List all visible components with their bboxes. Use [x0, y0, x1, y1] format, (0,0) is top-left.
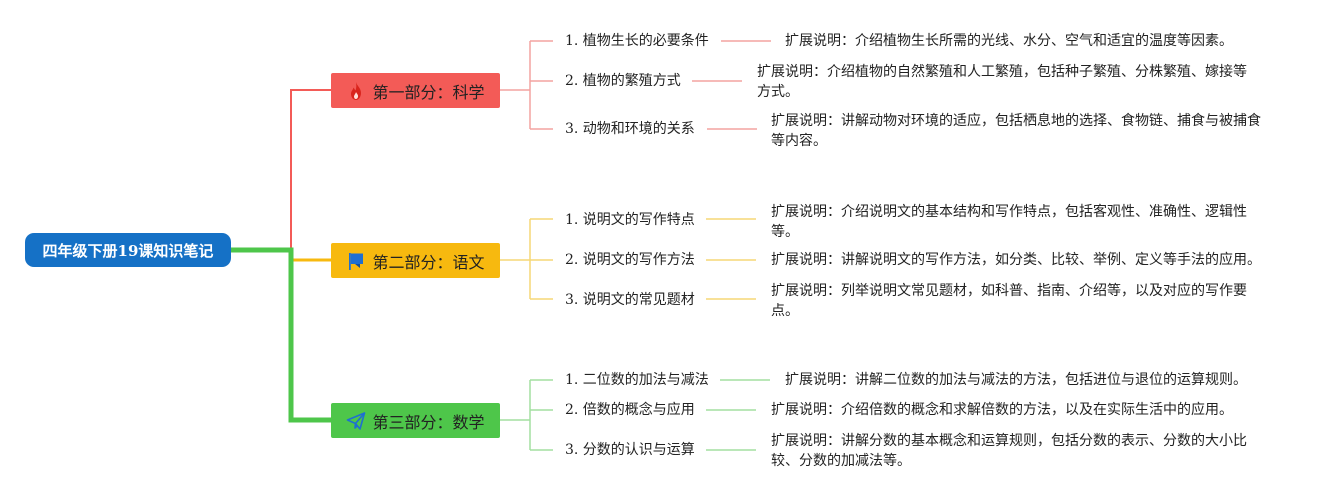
- math-item-3-description: 扩展说明：讲解分数的基本概念和运算规则，包括分数的表示、分数的大小比较、分数的加…: [771, 433, 1247, 469]
- chinese-item-1-description: 扩展说明：介绍说明文的基本结构和写作特点，包括客观性、准确性、逻辑性等。: [771, 204, 1247, 240]
- flag-icon: [346, 251, 366, 271]
- chinese-item-2[interactable]: 2. 说明文的写作方法: [565, 252, 695, 268]
- connector-root-science: [231, 89, 331, 251]
- branch-math[interactable]: 第三部分：数学: [331, 403, 500, 438]
- math-item-2-description: 扩展说明：介绍倍数的概念和求解倍数的方法，以及在实际生活中的应用。: [771, 402, 1233, 418]
- root-node[interactable]: 四年级下册19课知识笔记: [25, 233, 231, 267]
- connector-chinese-items: [500, 218, 553, 300]
- connector-root-math: [231, 247, 331, 423]
- branch-science-label: 第一部分：科学: [372, 82, 485, 102]
- connector-science-items: [500, 40, 553, 130]
- math-item-3[interactable]: 3. 分数的认识与运算: [565, 442, 695, 458]
- science-item-1-description: 扩展说明：介绍植物生长所需的光线、水分、空气和适宜的温度等因素。: [785, 33, 1233, 49]
- science-item-1[interactable]: 1. 植物生长的必要条件: [565, 33, 709, 49]
- branch-science[interactable]: 第一部分：科学: [331, 73, 500, 108]
- branch-chinese[interactable]: 第二部分：语文: [331, 243, 500, 278]
- math-item-1-description: 扩展说明：讲解二位数的加法与减法的方法，包括进位与退位的运算规则。: [785, 372, 1247, 388]
- branch-math-label: 第三部分：数学: [372, 412, 485, 432]
- math-item-2[interactable]: 2. 倍数的概念与应用: [565, 402, 695, 418]
- branch-chinese-label: 第二部分：语文: [372, 252, 485, 272]
- science-item-2[interactable]: 2. 植物的繁殖方式: [565, 73, 681, 89]
- math-item-1[interactable]: 1. 二位数的加法与减法: [565, 372, 709, 388]
- fire-icon: [346, 81, 366, 101]
- root-label: 四年级下册19课知识笔记: [42, 241, 214, 260]
- science-item-3-description: 扩展说明：讲解动物对环境的适应，包括栖息地的选择、食物链、捕食与被捕食等内容。: [771, 113, 1261, 149]
- chinese-item-1[interactable]: 1. 说明文的写作特点: [565, 212, 695, 228]
- chinese-item-3-description: 扩展说明：列举说明文常见题材，如科普、指南、介绍等，以及对应的写作要点。: [771, 283, 1247, 319]
- chinese-item-2-description: 扩展说明：讲解说明文的写作方法，如分类、比较、举例、定义等手法的应用。: [771, 252, 1261, 268]
- science-item-2-description: 扩展说明：介绍植物的自然繁殖和人工繁殖，包括种子繁殖、分株繁殖、嫁接等方式。: [757, 64, 1247, 100]
- paper-plane-icon: [346, 411, 366, 431]
- science-item-3[interactable]: 3. 动物和环境的关系: [565, 121, 695, 137]
- connector-math-items: [500, 379, 553, 451]
- chinese-item-3[interactable]: 3. 说明文的常见题材: [565, 292, 695, 308]
